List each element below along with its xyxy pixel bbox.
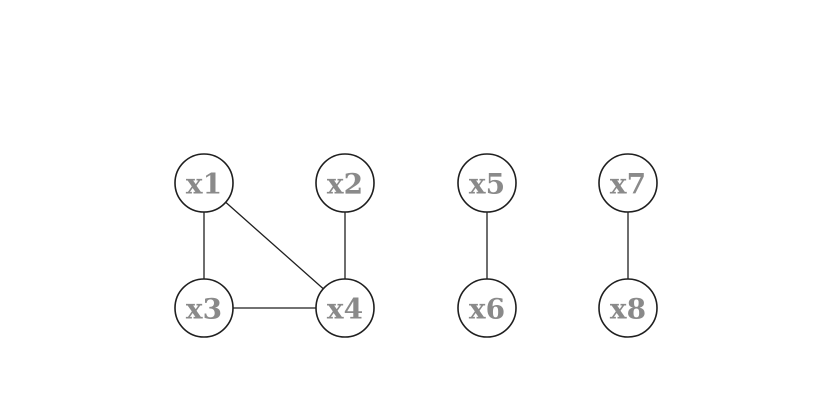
graph-node-x2: [315, 153, 375, 213]
node-label-x3: x3: [186, 293, 222, 326]
graph-node-x4: [315, 278, 375, 338]
node-label-x2: x2: [327, 168, 363, 201]
graph-edge-x1-x4: [203, 182, 346, 309]
graph-node-x7: [598, 153, 658, 213]
graph-node-x6: [457, 278, 517, 338]
graph-node-x3: [174, 278, 234, 338]
node-label-x5: x5: [469, 168, 505, 201]
node-label-x7: x7: [610, 168, 646, 201]
node-label-x4: x4: [327, 293, 363, 326]
node-label-x1: x1: [186, 168, 222, 201]
graph-node-x8: [598, 278, 658, 338]
graph-node-x1: [174, 153, 234, 213]
graph-node-x5: [457, 153, 517, 213]
node-label-x8: x8: [610, 293, 646, 326]
node-label-x6: x6: [469, 293, 505, 326]
